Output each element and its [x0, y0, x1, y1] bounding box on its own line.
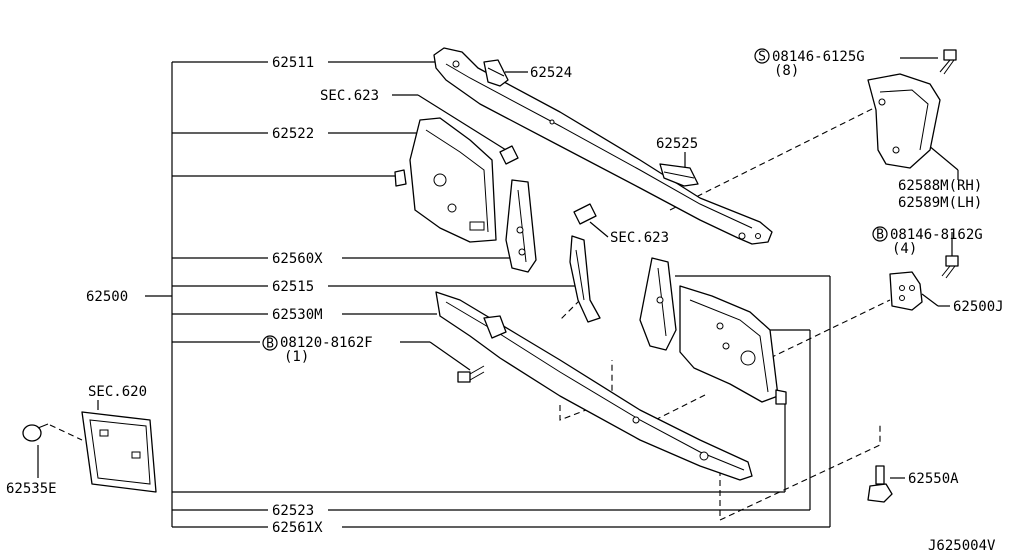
part-labels: 62511 62524 SEC.623 62522 62525 SEC.623 … [6, 49, 1004, 554]
bolt-62550a [867, 465, 893, 503]
clip-sec623-a [499, 145, 519, 165]
label-62560x: 62560X [272, 251, 323, 267]
label-62500j: 62500J [953, 299, 1004, 315]
bracket-62525 [659, 163, 699, 187]
label-08146-8162g-qty: (4) [892, 241, 917, 257]
label-08146-6125g-qty: (8) [774, 63, 799, 79]
bracket-62588m [867, 73, 941, 169]
label-62524: 62524 [530, 65, 572, 81]
brace-62561x [639, 257, 677, 351]
label-08120-8162f: 08120-8162F [280, 335, 373, 351]
label-62522: 62522 [272, 126, 314, 142]
symbol-s-circle: S [754, 48, 770, 65]
upper-support-62511 [433, 47, 773, 245]
side-panel-62523 [679, 285, 787, 405]
label-62500: 62500 [86, 289, 128, 305]
label-62589m: 62589M(LH) [898, 195, 982, 211]
symbol-b-circle-2: B [872, 226, 888, 243]
clip-sec623-b [573, 203, 597, 225]
svg-text:B: B [876, 228, 884, 243]
hood-lock-stay-62515 [569, 235, 601, 323]
svg-text:B: B [266, 337, 274, 352]
side-panel-62522 [394, 117, 497, 243]
dashed-guides [49, 99, 891, 521]
bolt-08120-8162f [457, 365, 485, 383]
label-62511: 62511 [272, 55, 314, 71]
diagram-id: J625004V [928, 538, 996, 554]
license-bracket-sec620 [81, 411, 157, 493]
lower-support-62530m [435, 291, 753, 481]
bolt-08146-8162g [941, 255, 959, 279]
label-08120-8162f-qty: (1) [284, 349, 309, 365]
label-08146-6125g: 08146-6125G [772, 49, 865, 65]
label-sec620: SEC.620 [88, 384, 147, 400]
brace-62560x [505, 179, 537, 273]
svg-text:S: S [758, 50, 766, 65]
bracket-62500j [889, 271, 923, 311]
leader-lines [37, 57, 959, 528]
label-62515: 62515 [272, 279, 314, 295]
label-sec623-lower: SEC.623 [610, 230, 669, 246]
label-62588m: 62588M(RH) [898, 178, 982, 194]
label-62530m: 62530M [272, 307, 323, 323]
symbol-b-circle-1: B [262, 335, 278, 352]
label-62550a: 62550A [908, 471, 959, 487]
label-62535e: 62535E [6, 481, 57, 497]
label-62561x: 62561X [272, 520, 323, 536]
label-62525: 62525 [656, 136, 698, 152]
label-62523: 62523 [272, 503, 314, 519]
label-08146-8162g: 08146-8162G [890, 227, 983, 243]
label-sec623-upper: SEC.623 [320, 88, 379, 104]
bolt-08146-6125g [939, 49, 957, 75]
clip-62535e [22, 423, 49, 442]
bracket-62524 [483, 59, 509, 87]
